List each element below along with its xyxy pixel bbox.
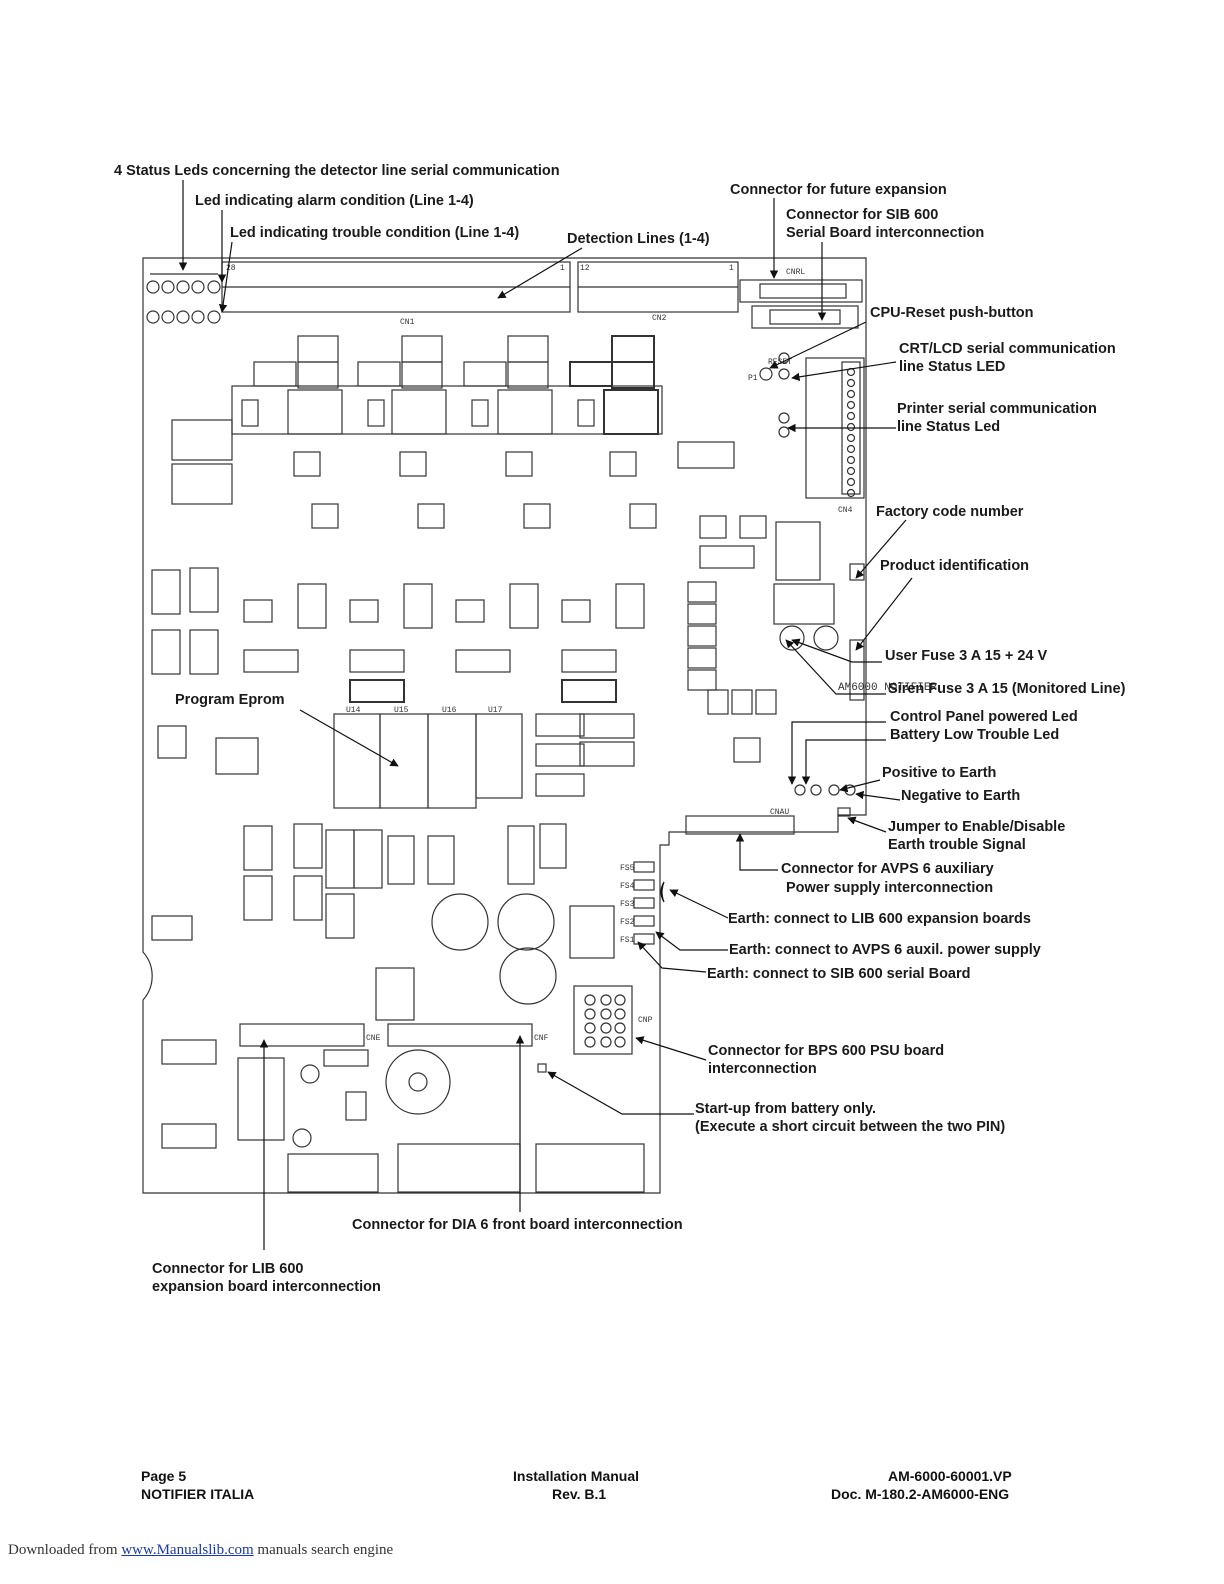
label-product-id: Product identification (880, 558, 1030, 574)
label-cp-powered: Control Panel powered Led (890, 709, 1078, 725)
p1-mark: P1 (748, 374, 758, 383)
fs1-mark: FS1 (620, 936, 635, 945)
label-jumper-line2: Earth trouble Signal (888, 837, 1026, 853)
label-sib600-line2: Serial Board interconnection (786, 225, 985, 241)
pin-12-mark: 12 (580, 264, 590, 273)
label-led-alarm: Led indicating alarm condition (Line 1-4… (195, 193, 474, 209)
cnf-mark: CNF (534, 1034, 549, 1043)
label-earth-sib: Earth: connect to SIB 600 serial Board (707, 966, 971, 982)
cnp-mark: CNP (638, 1016, 653, 1025)
fs3-mark: FS3 (620, 900, 635, 909)
eprom-u15 (379, 713, 429, 809)
label-avps-line1: Connector for AVPS 6 auxiliary (781, 861, 994, 877)
cne-mark: CNE (366, 1034, 381, 1043)
label-avps-line2: Power supply interconnection (786, 880, 994, 896)
footer-rev: Rev. B.1 (552, 1486, 607, 1502)
label-crt-line2: line Status LED (899, 359, 1006, 375)
fs3-jumper (633, 897, 655, 909)
label-jumper-line1: Jumper to Enable/Disable (888, 819, 1066, 835)
manualslib-link[interactable]: www.Manualslib.com (121, 1542, 254, 1558)
label-earth-lib: Earth: connect to LIB 600 expansion boar… (728, 911, 1031, 927)
label-startup-line1: Start-up from battery only. (695, 1101, 876, 1117)
label-bps-line1: Connector for BPS 600 PSU board (708, 1043, 945, 1059)
pin-1-mark-cn2: 1 (729, 264, 734, 273)
footer-company: NOTIFIER ITALIA (141, 1486, 255, 1502)
board-name-mark: AM6000 NOTIFIER (838, 682, 937, 694)
label-user-fuse: User Fuse 3 A 15 + 24 V (885, 648, 1048, 664)
label-lib600-line1: Connector for LIB 600 (152, 1261, 304, 1277)
label-crt-line1: CRT/LCD serial communication (899, 341, 1116, 357)
footer-doc: Doc. M-180.2-AM6000-ENG (831, 1486, 1010, 1502)
eprom-u17 (475, 713, 523, 799)
cnf-connector (387, 1023, 533, 1047)
label-cpu-reset: CPU-Reset push-button (870, 305, 1034, 321)
buzzer (385, 1049, 451, 1115)
eprom-u16 (427, 713, 477, 809)
fs5-mark: FS5 (620, 864, 635, 873)
pin-1-mark-cn1: 1 (560, 264, 565, 273)
label-siren-fuse: Siren Fuse 3 A 15 (Monitored Line) (888, 681, 1126, 697)
label-positive-earth: Positive to Earth (882, 765, 997, 781)
download-suffix: manuals search engine (257, 1542, 394, 1558)
label-led-trouble: Led indicating trouble condition (Line 1… (230, 225, 520, 241)
label-dia6: Connector for DIA 6 front board intercon… (352, 1217, 683, 1233)
pin-28-mark: 28 (226, 264, 236, 273)
status-led-cluster (146, 273, 221, 324)
cnrl-connector (739, 279, 863, 303)
label-printer-line2: line Status Led (897, 419, 1001, 435)
cnrl-mark: CNRL (786, 268, 805, 277)
cpu-reset-button (759, 367, 773, 381)
fs5-jumper (633, 861, 655, 873)
label-bps-line2: interconnection (708, 1061, 817, 1077)
u17-mark: U17 (488, 706, 503, 715)
cn4-mark: CN4 (838, 506, 853, 515)
fs4-mark: FS4 (620, 882, 635, 891)
eprom-u14 (333, 713, 381, 809)
footer-manual: Installation Manual (513, 1468, 640, 1484)
download-prefix: Downloaded from (8, 1542, 118, 1558)
fs2-jumper (633, 915, 655, 927)
cnau-mark: CNAU (770, 808, 789, 817)
label-sib600-line1: Connector for SIB 600 (786, 207, 939, 223)
label-lib600-line2: expansion board interconnection (152, 1279, 381, 1295)
cn3-connector (751, 305, 859, 329)
label-printer-line1: Printer serial communication (897, 401, 1097, 417)
fs4-jumper (633, 879, 655, 891)
label-negative-earth: Negative to Earth (901, 788, 1021, 804)
board-outline (142, 257, 867, 1194)
u14-mark: U14 (346, 706, 361, 715)
cne-connector (239, 1023, 365, 1047)
cnau-connector (685, 815, 795, 835)
u16-mark: U16 (442, 706, 457, 715)
cn2-mark: CN2 (652, 314, 667, 323)
label-battery-low: Battery Low Trouble Led (890, 727, 1060, 743)
footer-page: Page 5 (141, 1468, 187, 1484)
label-status-leds: 4 Status Leds concerning the detector li… (114, 163, 560, 179)
product-id-strip (849, 639, 865, 701)
siren-fuse (813, 625, 839, 651)
label-factory-code: Factory code number (876, 504, 1024, 520)
label-startup-line2: (Execute a short circuit between the two… (695, 1119, 1006, 1135)
u15-mark: U15 (394, 706, 409, 715)
cnp-connector (573, 985, 633, 1055)
user-fuse (779, 625, 805, 651)
label-program-eprom: Program Eprom (175, 692, 285, 708)
label-future-expansion: Connector for future expansion (730, 182, 947, 198)
fs1-jumper (633, 933, 655, 945)
footer-code: AM-6000-60001.VP (888, 1468, 1012, 1484)
label-detection-lines: Detection Lines (1-4) (567, 231, 710, 247)
label-earth-avps: Earth: connect to AVPS 6 auxil. power su… (729, 942, 1041, 958)
cn1-mark: CN1 (400, 318, 415, 327)
download-notice: Downloaded from www.Manualslib.com manua… (8, 1542, 393, 1559)
fs2-mark: FS2 (620, 918, 635, 927)
